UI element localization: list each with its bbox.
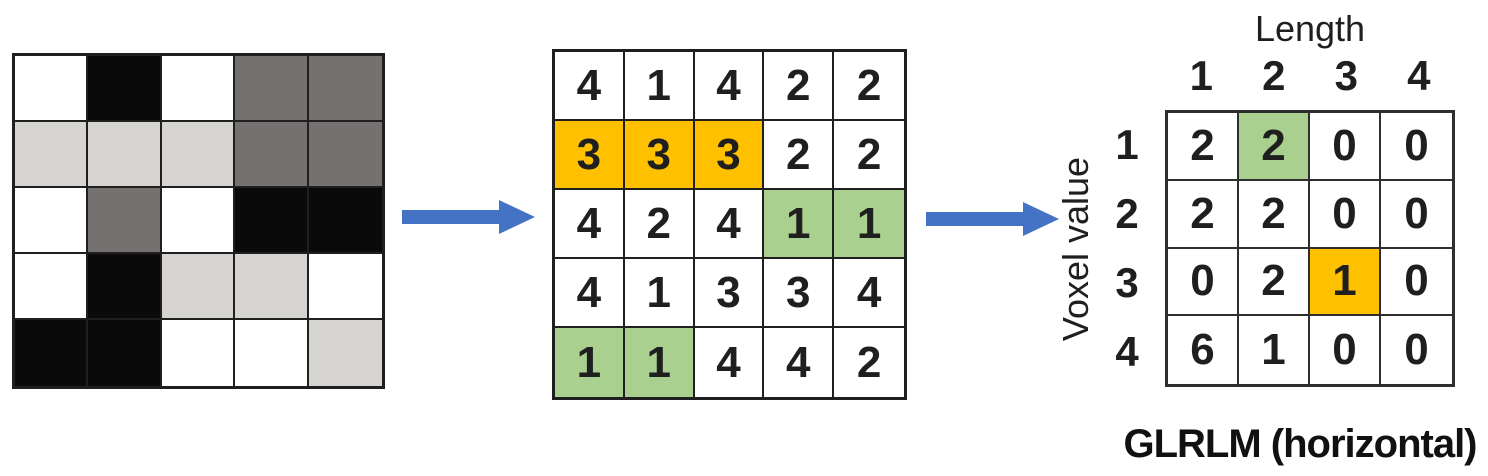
length-axis-label: Length <box>1254 8 1366 49</box>
glrlm-row-header-4: 4 <box>1115 328 1139 376</box>
image-cell-r2c4 <box>235 122 309 188</box>
glrlm-cell-r4c3: 0 <box>1310 316 1381 384</box>
value-cell-r1c5: 2 <box>834 52 904 121</box>
image-cell-r5c2 <box>88 320 162 386</box>
value-cell-r4c1: 4 <box>555 259 625 328</box>
image-cell-r1c3 <box>161 56 236 122</box>
glrlm-col-header-2: 2 <box>1262 52 1286 99</box>
glrlm-column-headers: 1 2 3 4 <box>1165 50 1455 102</box>
value-cell-r4c2: 1 <box>624 259 695 328</box>
value-cell-r2c1: 3 <box>555 121 625 190</box>
glrlm-cell-r2c2: 2 <box>1239 180 1310 249</box>
image-cell-r4c5 <box>308 254 382 320</box>
glrlm-cell-r2c3: 0 <box>1310 180 1381 249</box>
glrlm-cell-r2c4: 0 <box>1381 180 1452 249</box>
glrlm-col-header-4: 4 <box>1407 52 1431 99</box>
glrlm-cell-r1c3: 0 <box>1310 113 1381 181</box>
value-cell-r3c5: 1 <box>834 190 904 259</box>
image-cell-r2c3 <box>161 122 236 188</box>
value-cell-r5c3: 4 <box>694 328 765 397</box>
image-cell-r5c1 <box>15 320 89 386</box>
image-cell-r3c1 <box>15 188 89 254</box>
glrlm-cell-r3c4: 0 <box>1381 248 1452 317</box>
image-cell-r3c4 <box>235 188 309 254</box>
image-cell-r5c5 <box>308 320 382 386</box>
image-cell-r3c3 <box>161 188 236 254</box>
grayscale-image-grid <box>12 53 385 389</box>
glrlm-cell-r2c1: 2 <box>1168 180 1239 249</box>
image-cell-r5c3 <box>161 320 236 386</box>
glrlm-cell-r1c1: 2 <box>1168 113 1239 181</box>
image-cell-r4c1 <box>15 254 89 320</box>
glrlm-row-header-1: 1 <box>1115 120 1139 168</box>
value-cell-r5c2: 1 <box>624 328 695 397</box>
value-cell-r2c4: 2 <box>764 121 835 190</box>
right-arrow-icon-2 <box>926 202 1059 236</box>
value-cell-r5c1: 1 <box>555 328 625 397</box>
glrlm-cell-r4c2: 1 <box>1239 316 1310 384</box>
image-cell-r5c4 <box>235 320 309 386</box>
value-cell-r3c2: 2 <box>624 190 695 259</box>
image-cell-r2c1 <box>15 122 89 188</box>
value-cell-r1c4: 2 <box>764 52 835 121</box>
image-cell-r4c2 <box>88 254 162 320</box>
image-cell-r1c1 <box>15 56 89 122</box>
image-cell-r2c2 <box>88 122 162 188</box>
image-cell-r2c5 <box>308 122 382 188</box>
image-cell-r1c2 <box>88 56 162 122</box>
right-arrow-icon-1 <box>402 200 535 234</box>
glrlm-cell-r1c2: 2 <box>1239 113 1310 181</box>
voxel-value-axis-label-text: Voxel value <box>1055 156 1097 341</box>
glrlm-row-headers: 1 2 3 4 <box>1098 110 1156 387</box>
image-cell-r4c4 <box>235 254 309 320</box>
glrlm-caption: GLRLM (horizontal) <box>1123 422 1477 466</box>
glrlm-col-header-1: 1 <box>1189 52 1213 99</box>
value-cell-r3c1: 4 <box>555 190 625 259</box>
image-cell-r1c5 <box>308 56 382 122</box>
value-cell-r5c4: 4 <box>764 328 835 397</box>
glrlm-cell-r1c4: 0 <box>1381 113 1452 181</box>
voxel-value-axis-label: Voxel value <box>1052 110 1100 387</box>
glrlm-cell-r3c2: 2 <box>1239 248 1310 317</box>
value-cell-r2c3: 3 <box>694 121 765 190</box>
image-cell-r1c4 <box>235 56 309 122</box>
image-cell-r3c5 <box>308 188 382 254</box>
value-cell-r1c1: 4 <box>555 52 625 121</box>
value-cell-r1c3: 4 <box>694 52 765 121</box>
glrlm-cell-r3c3: 1 <box>1310 248 1381 317</box>
value-cell-r3c4: 1 <box>764 190 835 259</box>
value-cell-r5c5: 2 <box>834 328 904 397</box>
glrlm-cell-r3c1: 0 <box>1168 248 1239 317</box>
glrlm-cell-r4c1: 6 <box>1168 316 1239 384</box>
image-cell-r4c3 <box>161 254 236 320</box>
value-cell-r3c3: 4 <box>694 190 765 259</box>
value-cell-r2c5: 2 <box>834 121 904 190</box>
glrlm-row-header-2: 2 <box>1115 189 1139 237</box>
value-cell-r4c5: 4 <box>834 259 904 328</box>
glrlm-cell-r4c4: 0 <box>1381 316 1452 384</box>
value-cell-r1c2: 1 <box>624 52 695 121</box>
image-cell-r3c2 <box>88 188 162 254</box>
value-cell-r4c4: 3 <box>764 259 835 328</box>
value-cell-r2c2: 3 <box>624 121 695 190</box>
glrlm-row-header-3: 3 <box>1115 259 1139 307</box>
value-cell-r4c3: 3 <box>694 259 765 328</box>
glrlm-col-header-3: 3 <box>1334 52 1358 99</box>
